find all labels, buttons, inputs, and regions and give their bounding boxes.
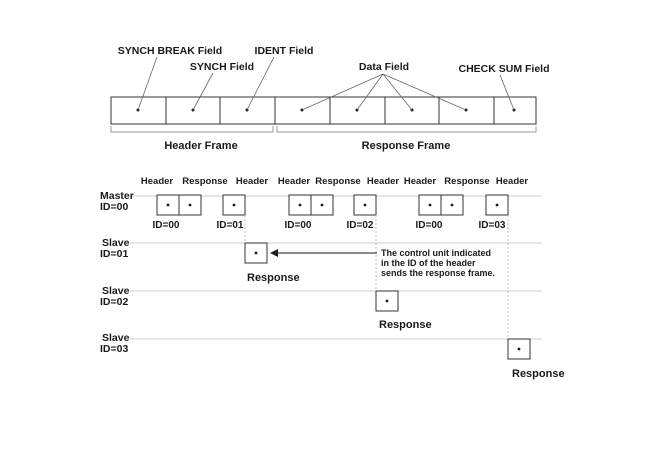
checksum-field-label: CHECK SUM Field: [458, 63, 549, 75]
master-id: ID=00: [100, 201, 128, 213]
master-boxes: [156, 194, 509, 216]
id-label-03: ID=03: [479, 220, 506, 231]
id-label-02: ID=02: [347, 220, 374, 231]
slave3-id: ID=03: [100, 343, 128, 355]
frame-structure: SYNCH BREAK Field SYNCH Field IDENT Fiel…: [110, 45, 550, 152]
note-line-3: sends the response frame.: [381, 268, 495, 278]
slave2-label: Slave: [102, 285, 130, 297]
seq-response-label-3: Response: [444, 176, 489, 187]
ident-field-label: IDENT Field: [255, 45, 314, 57]
id-label-00-b: ID=00: [285, 220, 312, 231]
id-label-01: ID=01: [217, 220, 244, 231]
seq-header-label-3: Header: [278, 176, 311, 187]
header-frame-label: Header Frame: [164, 140, 237, 152]
note-line-1: The control unit indicated: [381, 248, 491, 258]
seq-header-label-1: Header: [141, 176, 174, 187]
leader-lines: [137, 56, 515, 111]
master-label: Master: [100, 190, 134, 202]
seq-header-label-5: Header: [404, 176, 437, 187]
frame-brackets: [110, 126, 537, 133]
slave3-label: Slave: [102, 332, 130, 344]
synch-break-field-label: SYNCH BREAK Field: [118, 45, 222, 57]
sequence-top-labels: Header Response Header Header Response H…: [141, 176, 529, 187]
master-box-dots: [166, 203, 499, 207]
id-label-00-a: ID=00: [153, 220, 180, 231]
master-id-labels: ID=00 ID=01 ID=00 ID=02 ID=00 ID=03: [153, 220, 506, 231]
slave-box-dots: [254, 251, 521, 351]
id-label-00-c: ID=00: [416, 220, 443, 231]
slave2-response-label: Response: [379, 319, 432, 331]
slave2-id: ID=02: [100, 296, 128, 308]
node-labels: Master ID=00 Slave ID=01 Slave ID=02 Sla…: [100, 190, 134, 355]
slave1-label: Slave: [102, 237, 130, 249]
seq-response-label-2: Response: [315, 176, 360, 187]
note-line-2: in the ID of the header: [381, 258, 476, 268]
response-frame-label: Response Frame: [362, 140, 451, 152]
seq-header-label-6: Header: [496, 176, 529, 187]
field-dividers: [165, 97, 495, 124]
seq-response-label-1: Response: [182, 176, 227, 187]
annotation-note: The control unit indicated in the ID of …: [381, 248, 495, 278]
seq-header-label-2: Header: [236, 176, 269, 187]
slave1-id: ID=01: [100, 248, 128, 260]
slave1-response-label: Response: [247, 272, 300, 284]
slave3-response-label: Response: [512, 368, 565, 380]
frame-outline: [110, 96, 537, 125]
slave-response-labels: Response Response Response: [247, 272, 565, 380]
data-field-label: Data Field: [359, 61, 409, 73]
synch-field-label: SYNCH Field: [190, 61, 254, 73]
seq-header-label-4: Header: [367, 176, 400, 187]
